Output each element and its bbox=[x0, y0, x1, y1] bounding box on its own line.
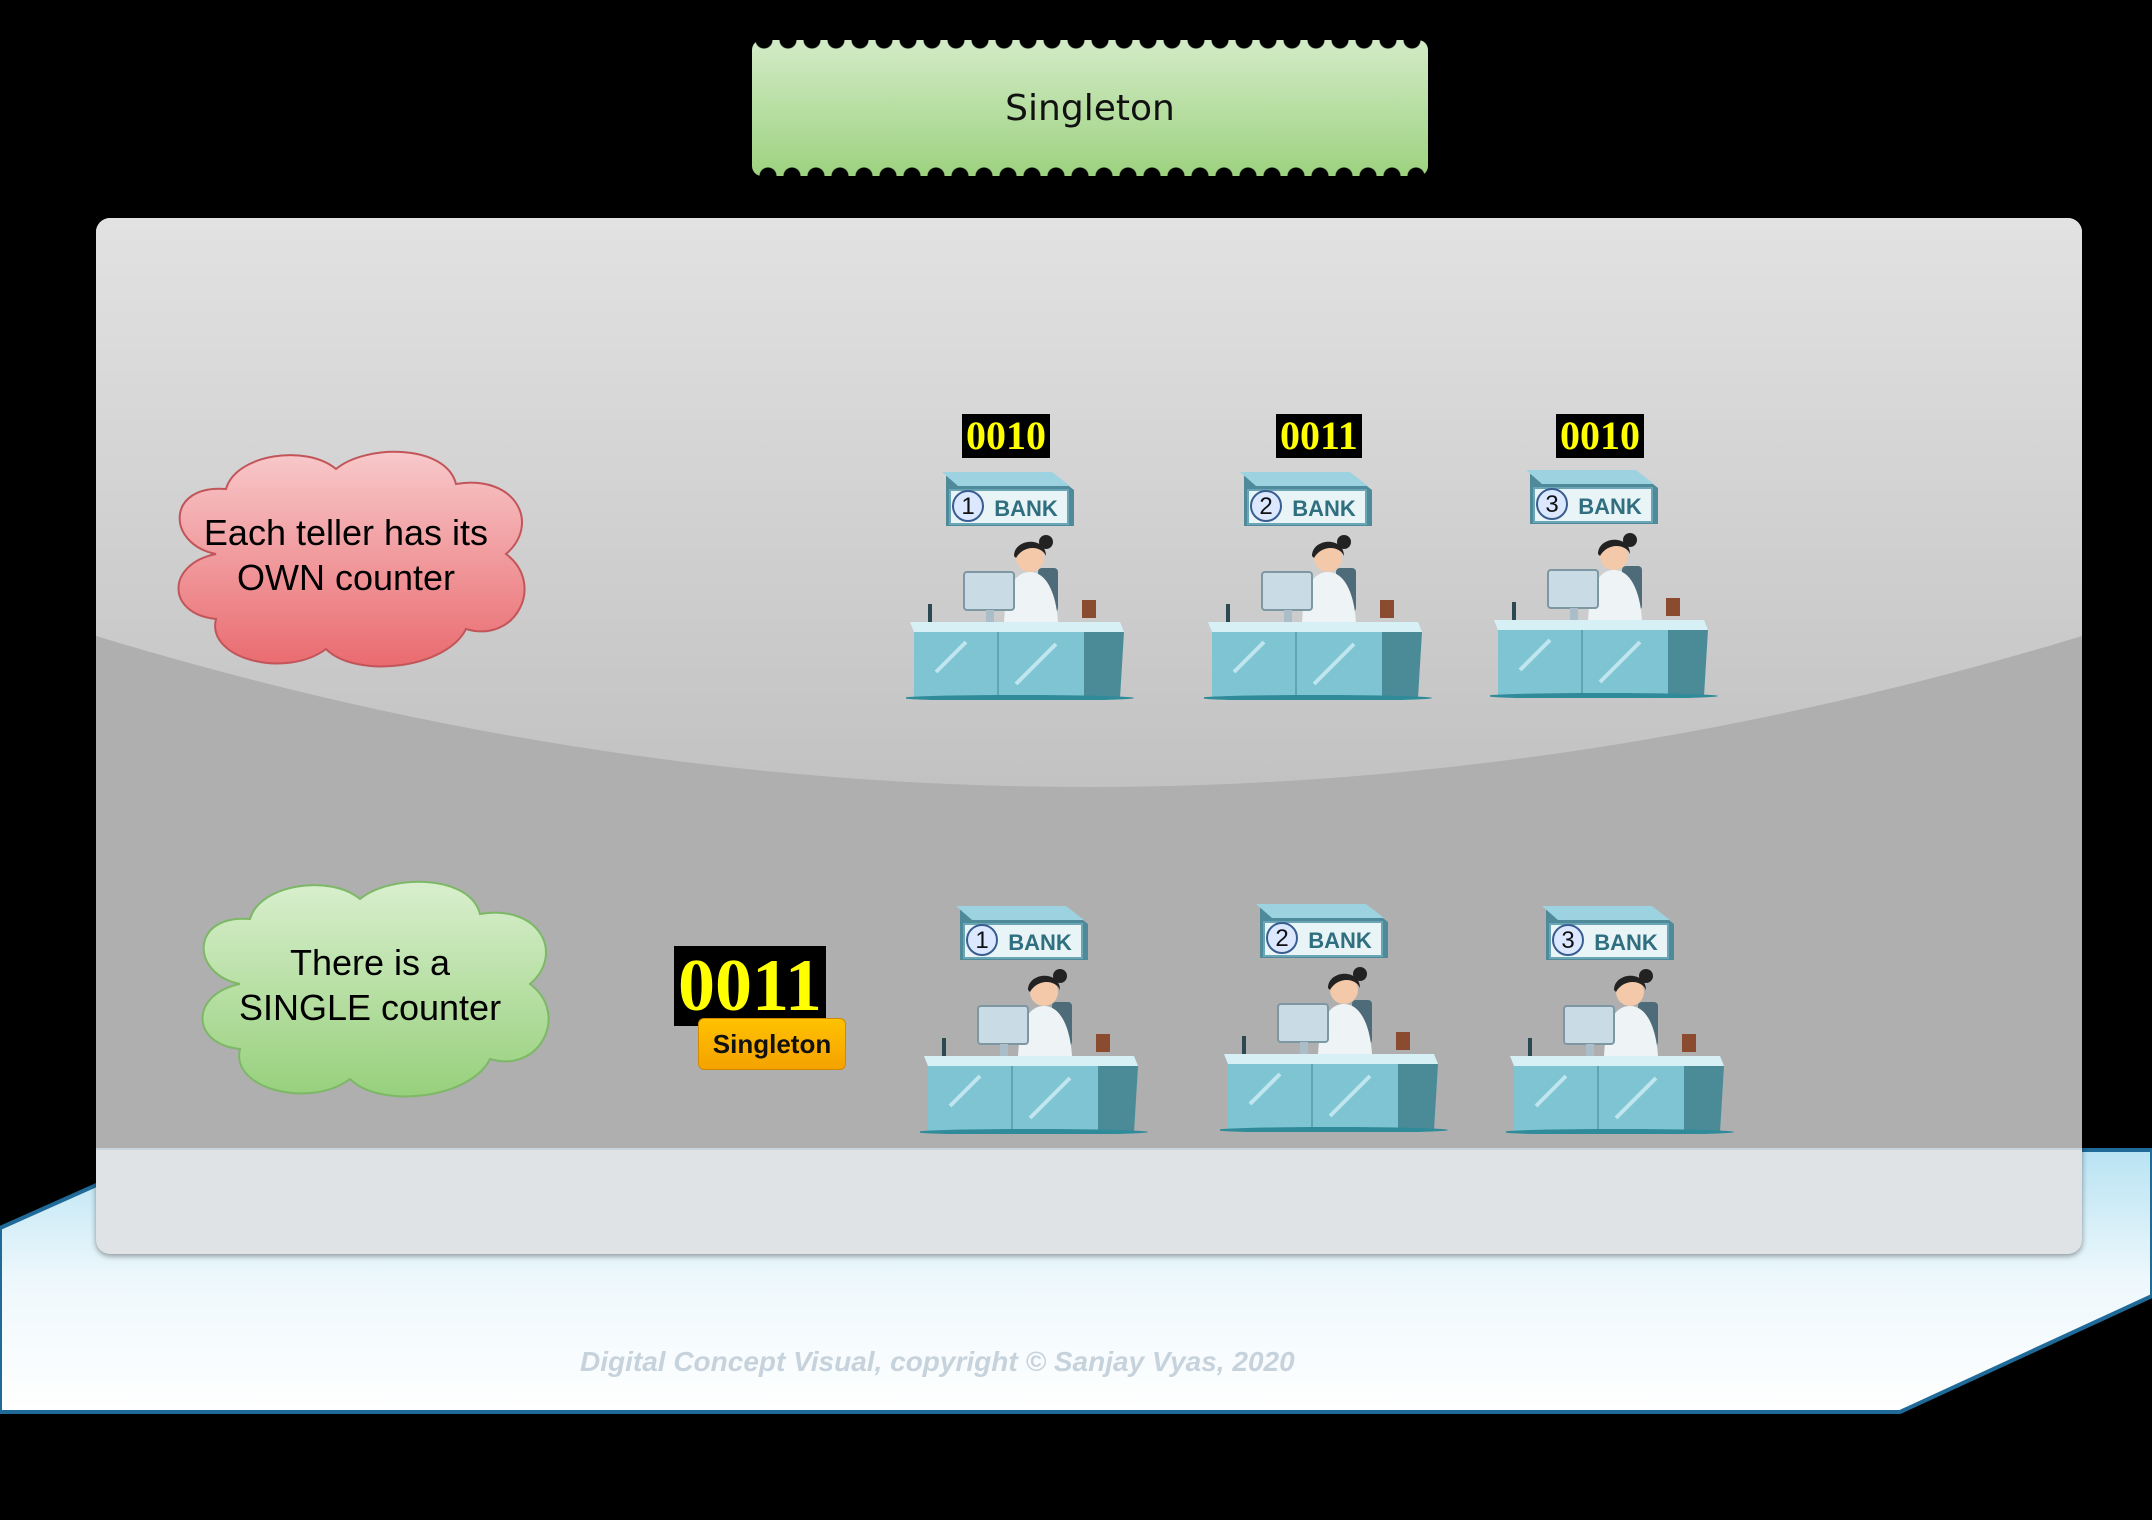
bank-sign-icon: 3 BANK bbox=[1526, 470, 1658, 524]
teller-woman-icon bbox=[1318, 967, 1372, 1054]
desk-icon bbox=[1506, 1056, 1734, 1134]
bank-label: BANK bbox=[1008, 930, 1072, 955]
computer-monitor-icon bbox=[1226, 571, 1313, 622]
bank-label: BANK bbox=[1292, 496, 1356, 521]
diagram-title: Singleton bbox=[1005, 87, 1175, 129]
desk-icon bbox=[1220, 1054, 1448, 1132]
cloud-single-counter-text: There is a SINGLE counter bbox=[238, 942, 502, 1028]
teller-woman-icon bbox=[1588, 533, 1642, 620]
computer-monitor-icon bbox=[942, 1005, 1029, 1056]
panel-bottom-strip bbox=[96, 1148, 2082, 1254]
cloud-own-counter-text: Each teller has its OWN counter bbox=[203, 512, 489, 598]
teller-number: 3 bbox=[1545, 491, 1558, 518]
copyright-footer: Digital Concept Visual, copyright © Sanj… bbox=[580, 1346, 1295, 1377]
teller-desk-3: 3 BANK bbox=[1490, 470, 1718, 698]
bank-label: BANK bbox=[1594, 930, 1658, 955]
cloud-single-counter bbox=[201, 880, 550, 1098]
singleton-badge: Singleton bbox=[698, 1018, 846, 1070]
computer-monitor-icon bbox=[1242, 1003, 1329, 1054]
teller-1-counter: 0010 bbox=[962, 414, 1050, 458]
desk-item bbox=[1396, 1032, 1410, 1050]
bank-sign-icon: 3 BANK bbox=[1542, 906, 1674, 960]
shared-counter: 0011 bbox=[674, 946, 826, 1026]
teller-desk-1: 1 BANK bbox=[920, 906, 1148, 1134]
bank-sign-icon: 1 BANK bbox=[942, 472, 1074, 526]
bank-sign-icon: 1 BANK bbox=[956, 906, 1088, 960]
teller-woman-icon bbox=[1604, 969, 1658, 1056]
desk-item bbox=[1666, 598, 1680, 616]
teller-woman-icon bbox=[1018, 969, 1072, 1056]
computer-monitor-icon bbox=[1528, 1005, 1615, 1056]
desk-icon bbox=[906, 622, 1134, 700]
teller-woman-icon bbox=[1302, 535, 1356, 622]
teller-desk-2: 2 BANK bbox=[1204, 472, 1432, 700]
desk-icon bbox=[1490, 620, 1718, 698]
teller-woman-icon bbox=[1004, 535, 1058, 622]
title-banner: Singleton bbox=[752, 40, 1428, 176]
teller-number: 2 bbox=[1275, 925, 1288, 952]
teller-3-counter: 0010 bbox=[1556, 414, 1644, 458]
teller-2-counter: 0011 bbox=[1276, 414, 1362, 458]
bank-label: BANK bbox=[994, 496, 1058, 521]
teller-desk-3: 3 BANK bbox=[1506, 906, 1734, 1134]
desk-item bbox=[1082, 600, 1096, 618]
teller-number: 1 bbox=[961, 493, 974, 520]
desk-icon bbox=[1204, 622, 1432, 700]
teller-desk-1: 1 BANK bbox=[906, 472, 1134, 700]
cloud-own-counter bbox=[177, 450, 526, 668]
computer-monitor-icon bbox=[928, 571, 1015, 622]
bank-label: BANK bbox=[1308, 928, 1372, 953]
bank-sign-icon: 2 BANK bbox=[1240, 472, 1372, 526]
desk-item bbox=[1682, 1034, 1696, 1052]
teller-number: 1 bbox=[975, 927, 988, 954]
teller-number: 2 bbox=[1259, 493, 1272, 520]
teller-number: 3 bbox=[1561, 927, 1574, 954]
desk-item bbox=[1380, 600, 1394, 618]
computer-monitor-icon bbox=[1512, 569, 1599, 620]
teller-desk-2: 2 BANK bbox=[1220, 904, 1448, 1132]
desk-item bbox=[1096, 1034, 1110, 1052]
desk-icon bbox=[920, 1056, 1148, 1134]
bank-label: BANK bbox=[1578, 494, 1642, 519]
bank-sign-icon: 2 BANK bbox=[1256, 904, 1388, 958]
